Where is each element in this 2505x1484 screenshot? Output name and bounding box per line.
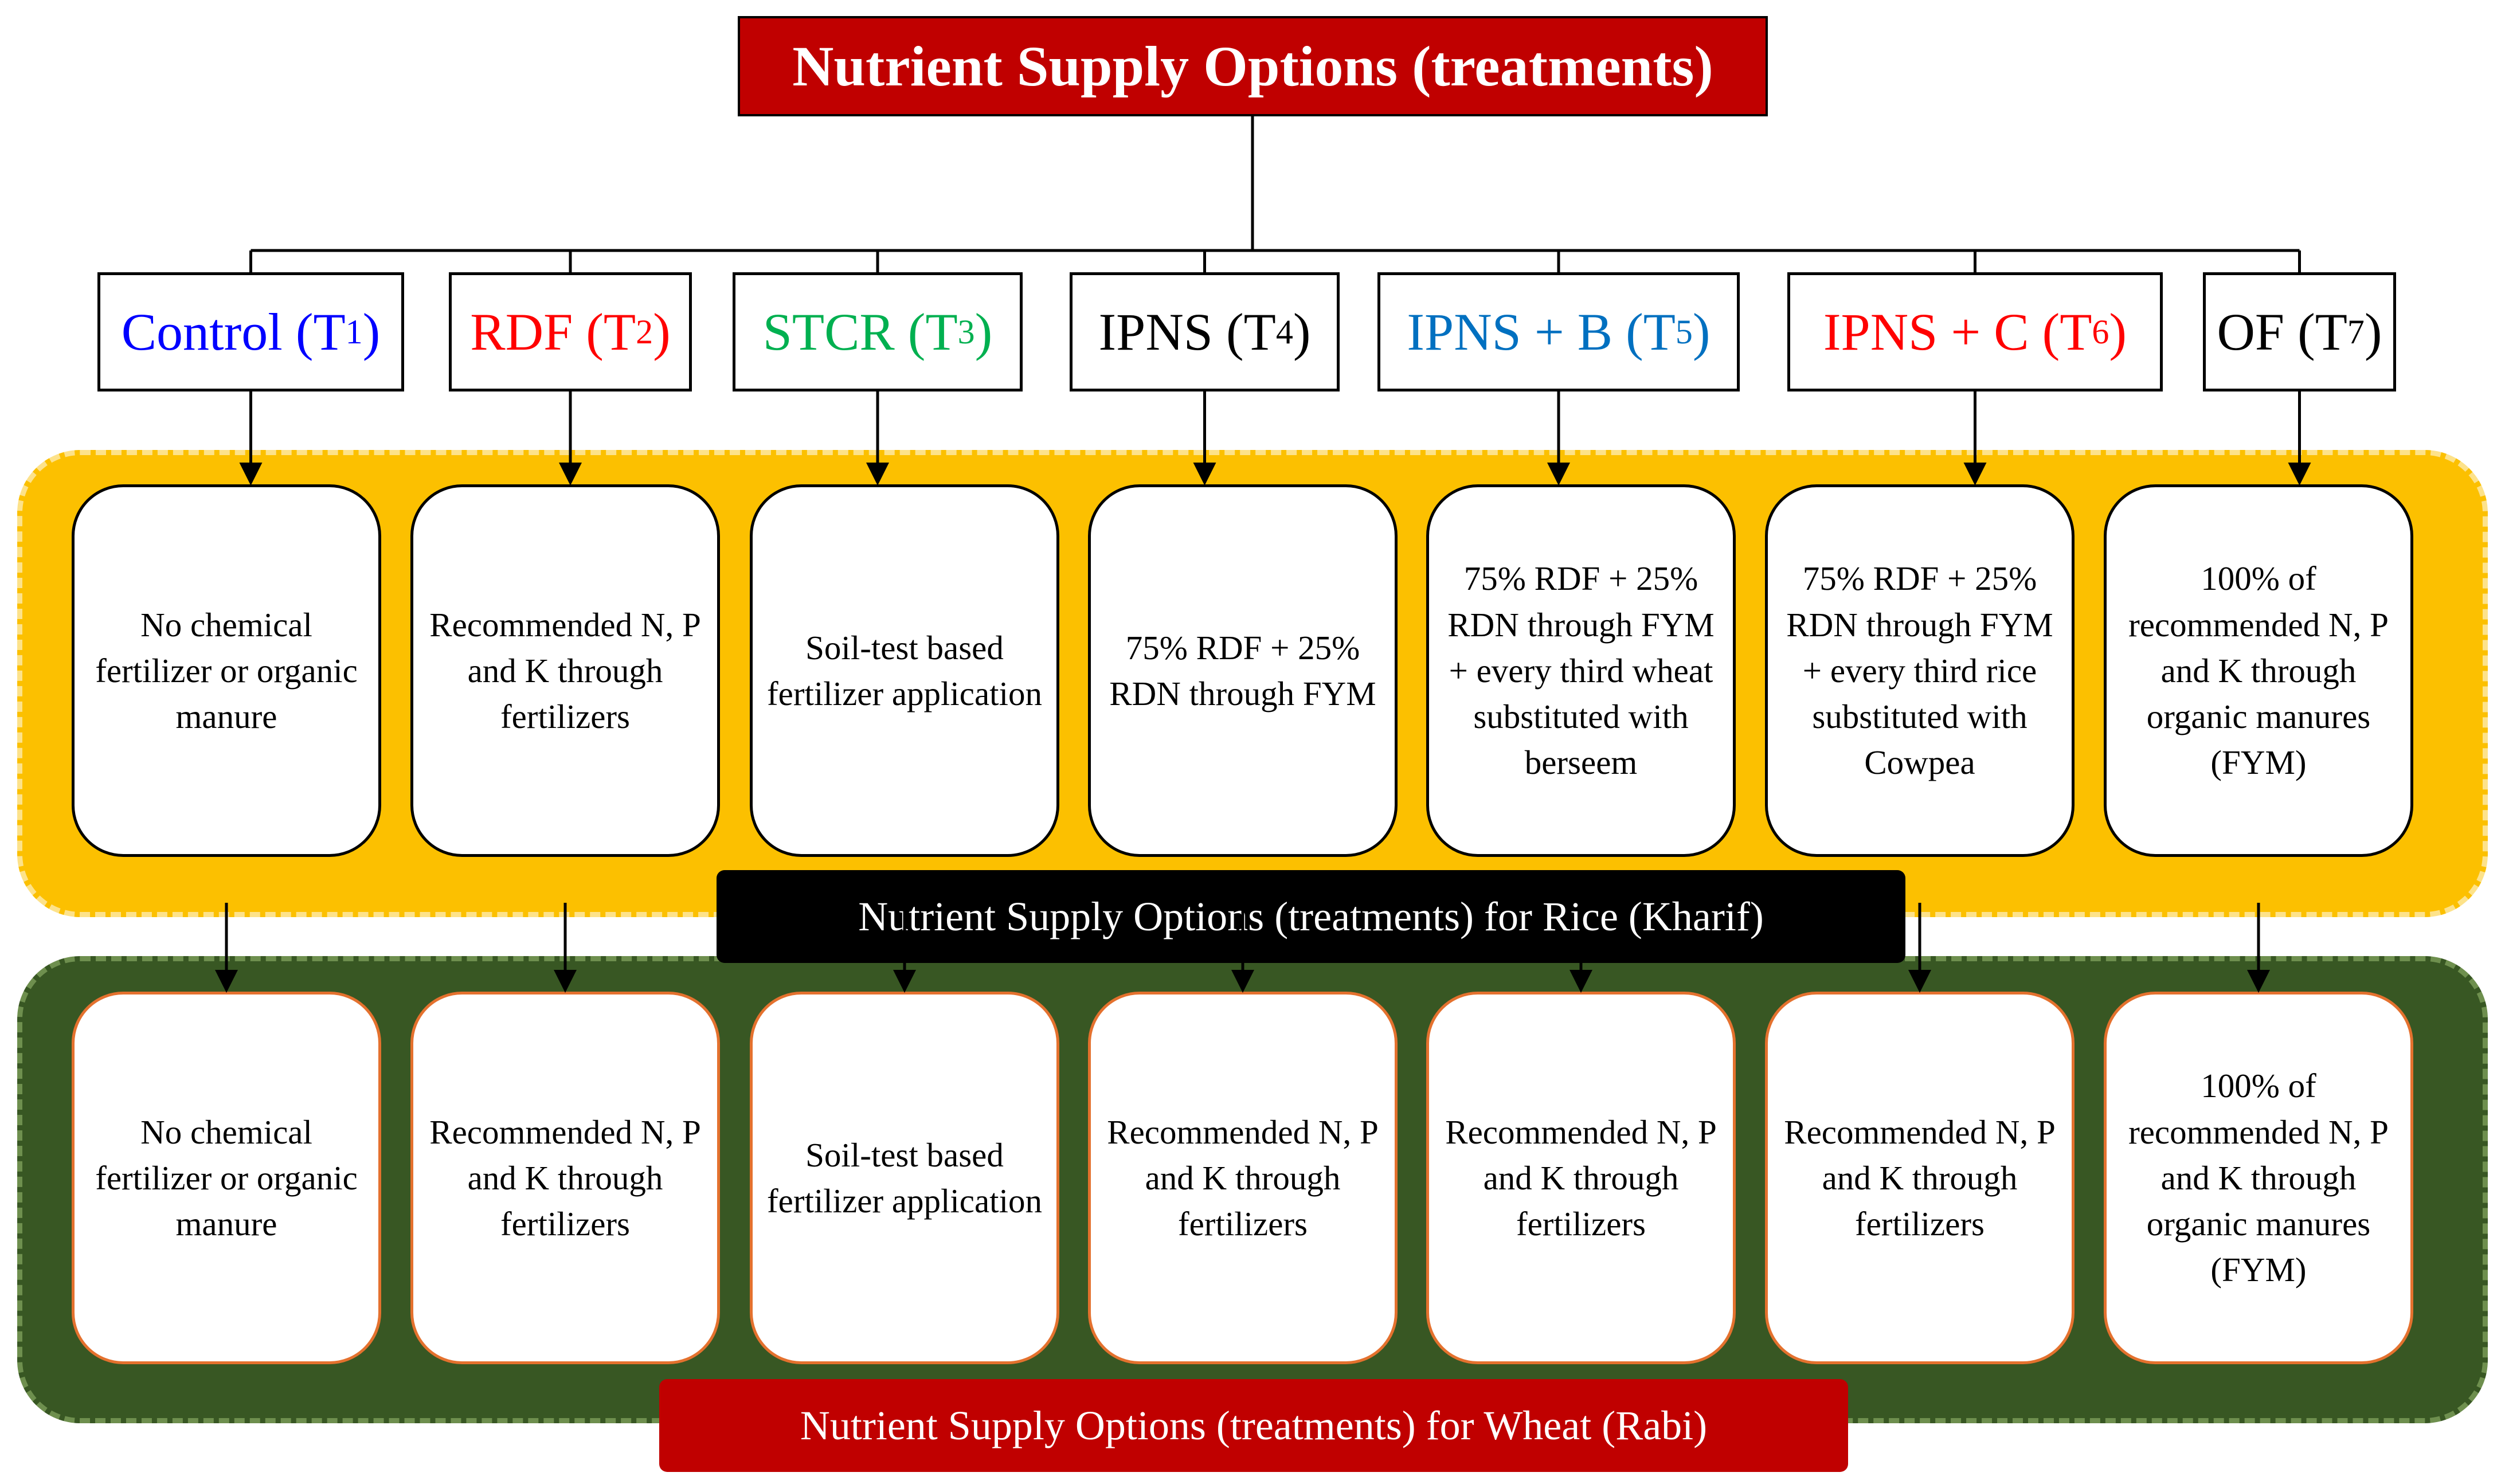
treatment-code: T <box>2315 303 2347 361</box>
wheat-treatment-card: Soil-test based fertilizer application <box>750 992 1059 1364</box>
treatment-name: IPNS + C <box>1823 303 2029 361</box>
rice-treatment-card: 75% RDF + 25% RDN through FYM <box>1088 484 1398 857</box>
treatment-code-subscript: 1 <box>345 312 363 351</box>
treatment-code-subscript: 7 <box>2347 312 2365 351</box>
treatment-code: T <box>313 303 346 361</box>
treatment-code-subscript: 6 <box>2092 312 2109 351</box>
treatment-code: T <box>925 303 958 361</box>
treatment-code: T <box>603 303 636 361</box>
rice-treatment-card: Soil-test based fertilizer application <box>750 484 1059 857</box>
treatment-code-subscript: 5 <box>1675 312 1693 351</box>
wheat-treatment-card: Recommended N, P and K through fertilize… <box>1765 992 2075 1364</box>
rice-treatment-card: 75% RDF + 25% RDN through FYM + every th… <box>1765 484 2075 857</box>
rice-panel-label: Nutrient Supply Options (treatments) for… <box>717 870 1905 963</box>
diagram-title: Nutrient Supply Options (treatments) <box>738 16 1768 116</box>
treatment-name: RDF <box>470 303 573 361</box>
treatment-name: IPNS <box>1098 303 1213 361</box>
rice-treatment-card: 75% RDF + 25% RDN through FYM + every th… <box>1426 484 1736 857</box>
wheat-panel-label: Nutrient Supply Options (treatments) for… <box>659 1379 1848 1472</box>
wheat-treatment-card: No chemical fertilizer or organic manure <box>72 992 381 1364</box>
wheat-treatment-card: Recommended N, P and K through fertilize… <box>1088 992 1398 1364</box>
rice-treatment-card: 100% of recommended N, P and K through o… <box>2104 484 2413 857</box>
treatment-name: OF <box>2217 303 2285 361</box>
wheat-treatment-card: Recommended N, P and K through fertilize… <box>1426 992 1736 1364</box>
wheat-treatment-card: Recommended N, P and K through fertilize… <box>410 992 720 1364</box>
treatment-name: Control <box>121 303 283 361</box>
treatment-name: STCR <box>762 303 895 361</box>
treatment-code: T <box>1643 303 1676 361</box>
rice-treatment-card: Recommended N, P and K through fertilize… <box>410 484 720 857</box>
treatment-code: T <box>2060 303 2092 361</box>
treatment-code-subscript: 2 <box>636 312 653 351</box>
treatment-name: IPNS + B <box>1407 303 1613 361</box>
rice-treatment-card: No chemical fertilizer or organic manure <box>72 484 381 857</box>
treatment-code-subscript: 4 <box>1275 312 1293 351</box>
treatment-code-subscript: 3 <box>957 312 975 351</box>
wheat-treatment-card: 100% of recommended N, P and K through o… <box>2104 992 2413 1364</box>
treatment-code: T <box>1243 303 1276 361</box>
